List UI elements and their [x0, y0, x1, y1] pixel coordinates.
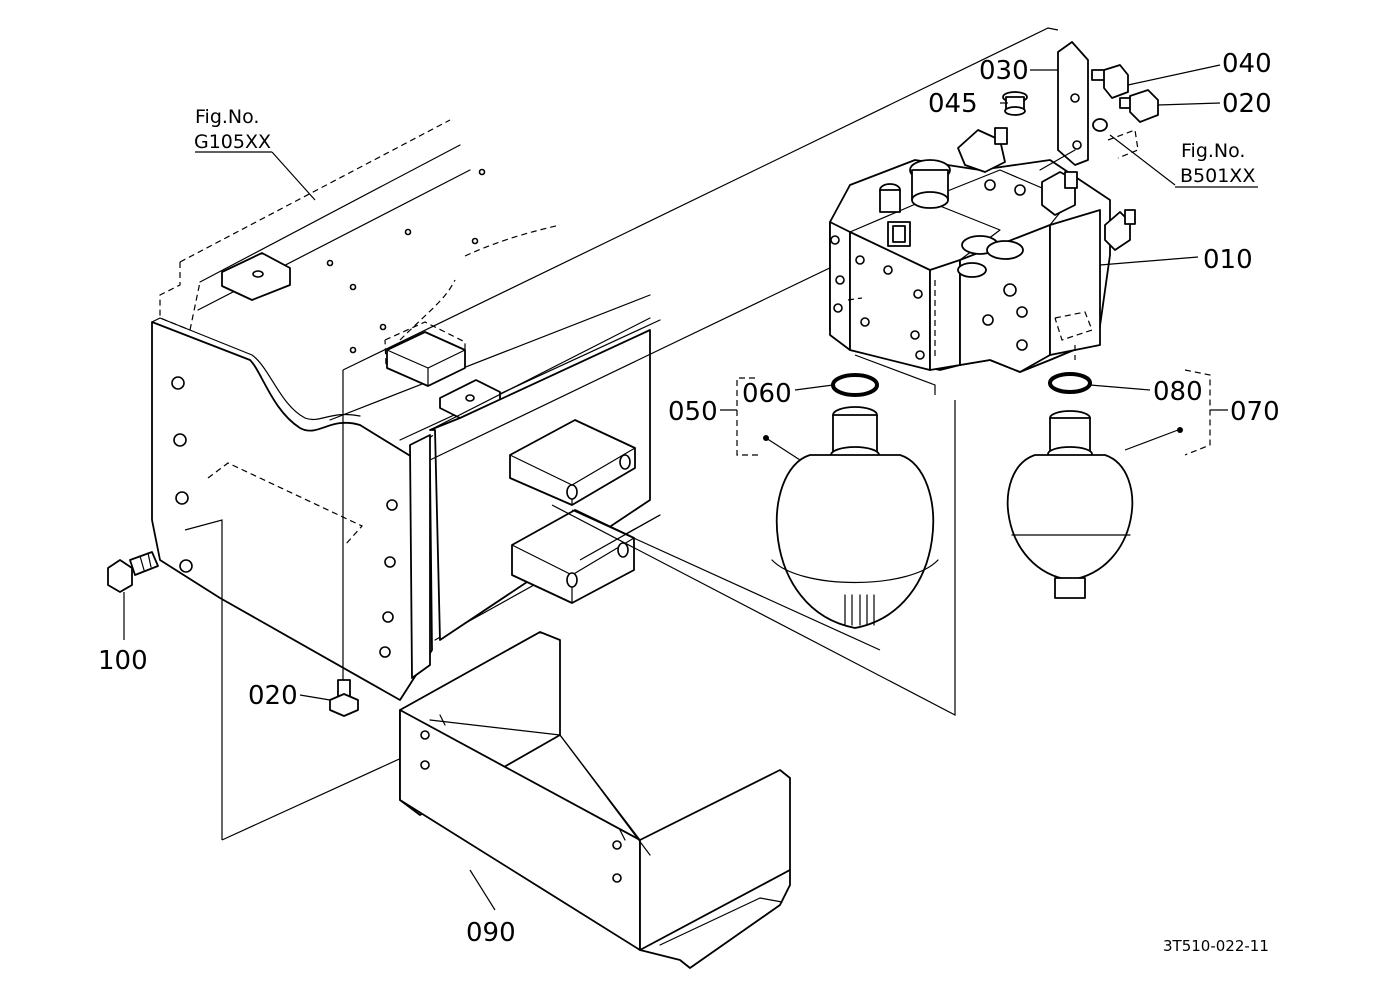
callout-060: 060: [742, 379, 792, 409]
callout-leaders: [123, 64, 1258, 911]
fig-ref-right-line2: B501XX: [1180, 165, 1255, 187]
oring-080: [1048, 372, 1092, 394]
bolt-100: [107, 551, 159, 593]
callout-070: 070: [1230, 397, 1280, 427]
washer-020: [1092, 118, 1139, 159]
callout-090: 090: [466, 918, 516, 948]
oring-060: [831, 373, 879, 397]
fig-ref-left-line2: G105XX: [194, 131, 271, 153]
callout-080: 080: [1153, 377, 1203, 407]
bolt-020-lower: [329, 679, 359, 717]
group-dot-070: [1177, 427, 1183, 433]
callout-020-bottom: 020: [248, 681, 298, 711]
fig-ref-right-line1: Fig.No.: [1181, 140, 1245, 162]
frame-side-plate: [151, 317, 433, 701]
bolt-020-upper: [1119, 89, 1159, 123]
mounting-block-lower: [511, 509, 635, 604]
valve-block-010: [829, 127, 1136, 373]
plug-045: [1002, 91, 1028, 116]
bolt-040: [1091, 64, 1129, 99]
callout-050: 050: [668, 397, 718, 427]
fig-ref-left-line1: Fig.No.: [195, 106, 259, 128]
callout-030: 030: [979, 56, 1029, 86]
accumulator-070: [1006, 410, 1134, 599]
accumulator-050: [771, 406, 939, 629]
assembly-lines: [184, 27, 1059, 841]
callout-010: 010: [1203, 245, 1253, 275]
callout-020-top: 020: [1222, 89, 1272, 119]
mounting-block-upper: [509, 419, 636, 506]
callout-045: 045: [928, 89, 978, 119]
group-bracket-050: [736, 377, 758, 456]
cover-090: [399, 631, 791, 969]
callout-100: 100: [98, 646, 148, 676]
bracket-030: [1039, 41, 1089, 171]
callout-040: 040: [1222, 49, 1272, 79]
drawing-code: 3T510-022-11: [1163, 937, 1269, 955]
